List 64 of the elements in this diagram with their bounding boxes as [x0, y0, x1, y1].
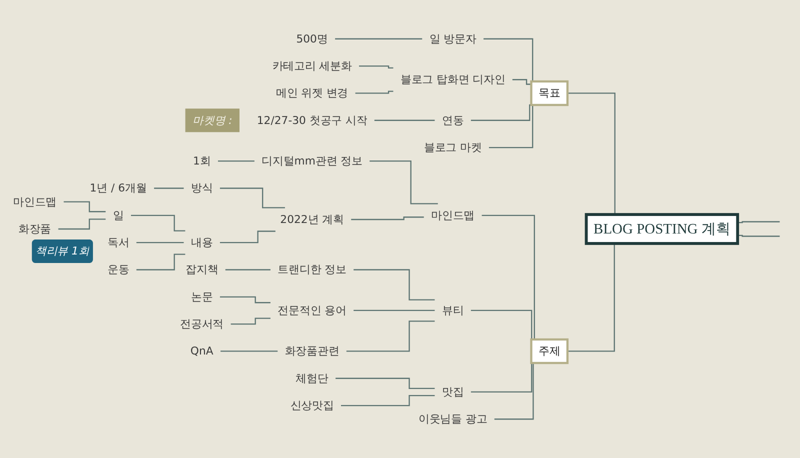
connector	[512, 79, 532, 85]
node-text: 이웃님들 광고	[418, 412, 488, 426]
node-text: 화장품관련	[284, 344, 340, 358]
connector	[336, 378, 435, 389]
connector	[136, 254, 186, 270]
connector	[738, 234, 780, 237]
connector	[220, 296, 270, 304]
connector	[335, 38, 422, 40]
connector	[64, 201, 106, 212]
connector	[220, 230, 276, 244]
node-text: QnA	[190, 344, 214, 358]
node-text: 메인 위젯 변경	[276, 86, 348, 100]
node-text: 1회	[192, 154, 211, 168]
node-text: 1년 / 6개월	[90, 182, 147, 195]
node-text: 전문적인 용어	[278, 304, 346, 317]
node-text: 일 방문자	[429, 32, 476, 46]
node-text: 마인드맵	[431, 208, 475, 222]
connector	[130, 214, 186, 232]
node-text: 화장품	[18, 222, 52, 236]
connector	[341, 394, 435, 406]
connector	[58, 218, 106, 230]
node-text: 체험단	[296, 372, 328, 385]
connector	[359, 65, 394, 68]
node-box: 주제	[530, 338, 569, 364]
connector	[220, 188, 285, 208]
connector	[154, 188, 184, 189]
node-box: 마켓명 :	[185, 108, 240, 132]
connector	[351, 216, 424, 220]
node-text: 연동	[442, 114, 464, 127]
node-text: 카테고리 세분화	[272, 59, 352, 72]
connector	[218, 160, 254, 162]
node-text: 맛집	[442, 385, 464, 398]
connector	[355, 90, 394, 94]
node-text: 운동	[107, 263, 130, 276]
node-text: 블로그 마켓	[424, 140, 482, 154]
connector	[220, 350, 278, 352]
node-text: 마인드맵	[13, 195, 56, 208]
connector	[370, 160, 438, 204]
node-text: 블로그 탑화면 디자인	[400, 72, 506, 86]
node-text: 잡지책	[186, 263, 218, 276]
connector	[136, 242, 184, 244]
node-box: BLOG POSTING 계획	[584, 213, 740, 245]
node-text: 디지털mm관련 정보	[262, 154, 362, 168]
node-text: 논문	[190, 290, 213, 304]
connector	[354, 310, 435, 312]
node-text: 트랜디한 정보	[278, 263, 346, 276]
connector	[225, 269, 270, 270]
connector	[354, 269, 435, 300]
connector	[230, 318, 270, 325]
connector	[738, 221, 780, 224]
node-text: 전공서적	[180, 317, 224, 330]
node-text: 독서	[107, 236, 130, 249]
node-text: 뷰티	[442, 304, 464, 317]
node-text: 12/27-30 첫공구 시작	[256, 114, 368, 127]
node-box: 목표	[530, 80, 569, 106]
node-text: 내용	[190, 236, 213, 249]
node-text: 일	[112, 208, 124, 222]
node-text: 2022년 계획	[280, 212, 344, 226]
node-text: 방식	[190, 182, 213, 195]
connector	[346, 320, 435, 352]
node-text: 500명	[296, 32, 328, 46]
node-text: 신상맛집	[290, 398, 334, 412]
connector	[374, 120, 435, 121]
node-box: 책리뷰 1회	[32, 240, 93, 264]
